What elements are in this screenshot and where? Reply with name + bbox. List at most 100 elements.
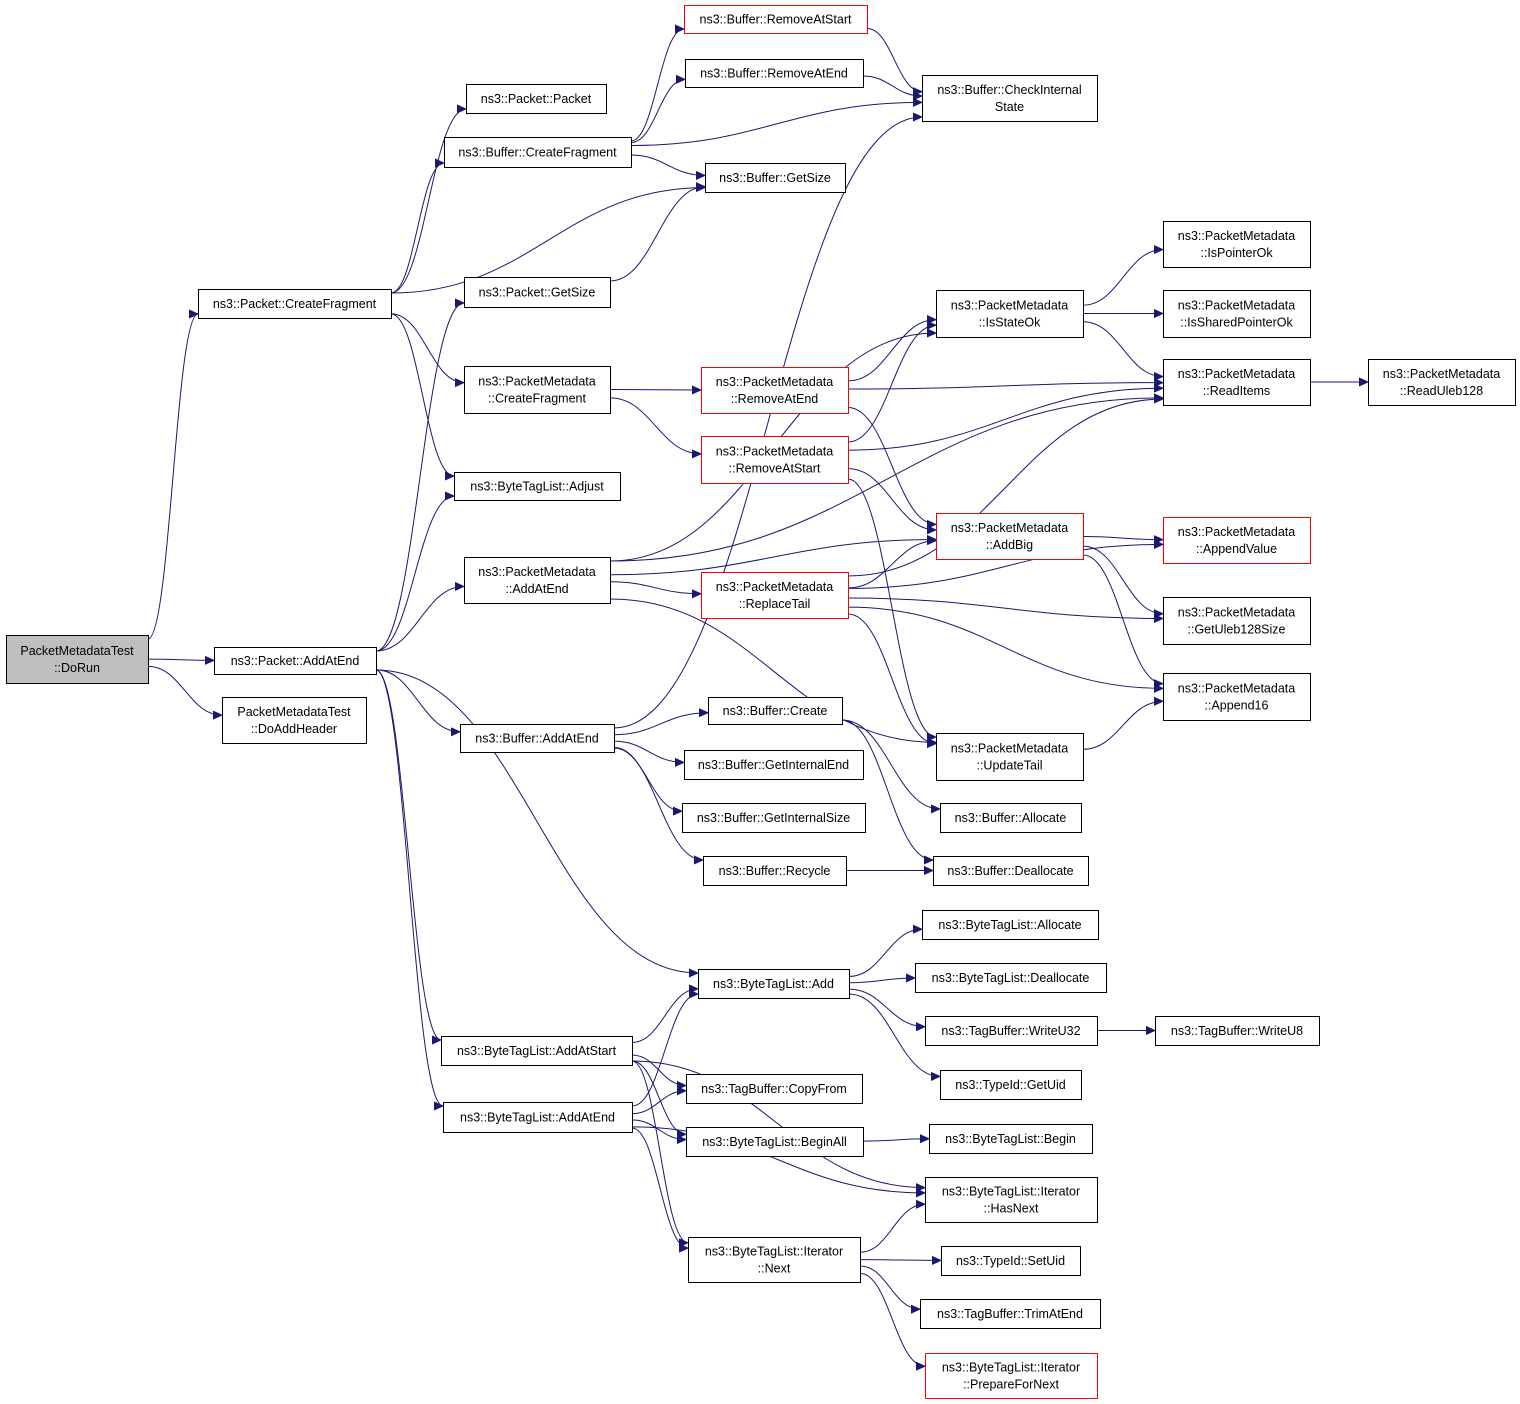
node-box bbox=[936, 290, 1084, 338]
node-pm-issharedpointerok[interactable]: ns3::PacketMetadata::IsSharedPointerOk bbox=[1163, 290, 1311, 338]
node-label: ns3::ByteTagList::AddAtStart bbox=[457, 1044, 617, 1058]
node-pm-removeatstart[interactable]: ns3::PacketMetadata::RemoveAtStart bbox=[701, 436, 849, 484]
node-box bbox=[915, 963, 1107, 993]
node-pm-updatetail[interactable]: ns3::PacketMetadata::UpdateTail bbox=[936, 733, 1084, 781]
node-label: ns3::Buffer::AddAtEnd bbox=[475, 732, 599, 746]
node-box bbox=[684, 750, 864, 780]
node-buf-getinternalsize[interactable]: ns3::Buffer::GetInternalSize bbox=[682, 803, 866, 833]
node-buf-getinternalend[interactable]: ns3::Buffer::GetInternalEnd bbox=[684, 750, 864, 780]
call-edge-bufaddatend-to-bufcreate bbox=[613, 713, 708, 736]
node-pm-createfragment[interactable]: ns3::PacketMetadata::CreateFragment bbox=[464, 366, 611, 414]
call-edge-btladd-to-tbwriteu32 bbox=[848, 988, 925, 1027]
node-btl-adjust[interactable]: ns3::ByteTagList::Adjust bbox=[454, 472, 621, 501]
node-label: ::GetUleb128Size bbox=[1188, 623, 1286, 637]
node-box bbox=[940, 1070, 1082, 1100]
node-buf-create[interactable]: ns3::Buffer::Create bbox=[708, 697, 843, 725]
node-pm-ispointerok[interactable]: ns3::PacketMetadata::IsPointerOk bbox=[1163, 221, 1311, 268]
node-pm-readuleb128[interactable]: ns3::PacketMetadata::ReadUleb128 bbox=[1368, 359, 1516, 406]
node-tb-writeu8[interactable]: ns3::TagBuffer::WriteU8 bbox=[1155, 1016, 1320, 1046]
call-edge-btladdatend-to-btladd bbox=[631, 994, 699, 1107]
call-edge-dorun-to-pktcreatefragment bbox=[147, 314, 199, 640]
node-btl-deallocate[interactable]: ns3::ByteTagList::Deallocate bbox=[915, 963, 1107, 993]
node-btli-preparefornext[interactable]: ns3::ByteTagList::Iterator::PrepareForNe… bbox=[925, 1353, 1098, 1399]
node-btl-add[interactable]: ns3::ByteTagList::Add bbox=[698, 969, 850, 999]
node-label: ::HasNext bbox=[984, 1202, 1039, 1216]
call-edge-bufcreatefragment-to-bufremoveatstart bbox=[630, 29, 685, 142]
call-edge-pktcreatefragment-to-pktpacket bbox=[390, 109, 467, 294]
node-btl-beginall[interactable]: ns3::ByteTagList::BeginAll bbox=[686, 1127, 864, 1157]
node-pkt-getsize[interactable]: ns3::Packet::GetSize bbox=[464, 277, 611, 308]
call-edge-dorun-to-pktaddatend bbox=[147, 659, 214, 660]
node-doaddheader[interactable]: PacketMetadataTest::DoAddHeader bbox=[222, 697, 367, 744]
node-btl-addatstart[interactable]: ns3::ByteTagList::AddAtStart bbox=[441, 1036, 633, 1066]
node-buf-recycle[interactable]: ns3::Buffer::Recycle bbox=[703, 856, 847, 886]
node-btli-hasnext[interactable]: ns3::ByteTagList::Iterator::HasNext bbox=[925, 1177, 1098, 1223]
node-btli-next[interactable]: ns3::ByteTagList::Iterator::Next bbox=[688, 1237, 861, 1283]
call-edge-btladdatstart-to-btladd bbox=[631, 989, 698, 1043]
node-label: ns3::Buffer::GetSize bbox=[719, 171, 831, 185]
call-edge-bufaddatend-to-bufgetinternalend bbox=[613, 740, 684, 762]
call-edge-btladdatend-to-tbcopyfrom bbox=[631, 1091, 686, 1115]
node-pm-addatend[interactable]: ns3::PacketMetadata::AddAtEnd bbox=[464, 557, 611, 604]
node-box bbox=[701, 572, 849, 619]
node-box bbox=[925, 1353, 1098, 1399]
node-label: ns3::ByteTagList::BeginAll bbox=[702, 1135, 847, 1149]
node-label: ns3::PacketMetadata bbox=[1178, 229, 1295, 243]
node-buf-addatend[interactable]: ns3::Buffer::AddAtEnd bbox=[460, 724, 615, 753]
node-typeid-setuid[interactable]: ns3::TypeId::SetUid bbox=[941, 1246, 1081, 1276]
node-pm-addbig[interactable]: ns3::PacketMetadata::AddBig bbox=[936, 513, 1084, 560]
node-box bbox=[441, 1036, 633, 1066]
node-pkt-packet[interactable]: ns3::Packet::Packet bbox=[466, 84, 607, 114]
node-pkt-addatend[interactable]: ns3::Packet::AddAtEnd bbox=[214, 647, 377, 675]
node-label: ns3::Buffer::Allocate bbox=[955, 811, 1067, 825]
call-edge-btladdatend-to-btlihasnext bbox=[631, 1126, 925, 1193]
node-label: ns3::Buffer::CheckInternal bbox=[937, 83, 1081, 97]
node-box bbox=[686, 1074, 863, 1104]
node-label: ns3::PacketMetadata bbox=[1178, 367, 1295, 381]
node-tb-writeu32[interactable]: ns3::TagBuffer::WriteU32 bbox=[925, 1016, 1098, 1046]
call-edge-bufremoveatend-to-bufcheckinternal bbox=[862, 75, 922, 96]
node-pm-isstateok[interactable]: ns3::PacketMetadata::IsStateOk bbox=[936, 290, 1084, 338]
call-edge-pmremoveatstart-to-pmupdatetail bbox=[847, 478, 937, 737]
node-pkt-createfragment[interactable]: ns3::Packet::CreateFragment bbox=[198, 289, 392, 319]
node-pm-appendvalue[interactable]: ns3::PacketMetadata::AppendValue bbox=[1163, 517, 1311, 564]
node-label: ns3::PacketMetadata bbox=[951, 299, 1068, 313]
node-pm-getuleb128size[interactable]: ns3::PacketMetadata::GetUleb128Size bbox=[1163, 597, 1311, 645]
node-buf-createfragment[interactable]: ns3::Buffer::CreateFragment bbox=[444, 137, 632, 168]
node-buf-allocate[interactable]: ns3::Buffer::Allocate bbox=[940, 803, 1082, 833]
node-box bbox=[925, 1016, 1098, 1046]
node-label: ns3::ByteTagList::Iterator bbox=[705, 1245, 843, 1259]
node-btl-begin[interactable]: ns3::ByteTagList::Begin bbox=[929, 1124, 1093, 1154]
node-label: ::AppendValue bbox=[1196, 542, 1277, 556]
node-buf-deallocate[interactable]: ns3::Buffer::Deallocate bbox=[933, 856, 1089, 886]
call-edge-pktaddatend-to-pmaddatend bbox=[375, 586, 464, 652]
node-box bbox=[198, 289, 392, 319]
node-btl-addatend[interactable]: ns3::ByteTagList::AddAtEnd bbox=[443, 1102, 633, 1133]
node-btl-allocate[interactable]: ns3::ByteTagList::Allocate bbox=[922, 910, 1099, 940]
node-buf-getsize[interactable]: ns3::Buffer::GetSize bbox=[705, 163, 846, 193]
call-edge-btladdatstart-to-btlihasnext bbox=[631, 1060, 925, 1188]
node-buf-removeatstart[interactable]: ns3::Buffer::RemoveAtStart bbox=[684, 5, 868, 34]
node-pm-replacetail[interactable]: ns3::PacketMetadata::ReplaceTail bbox=[701, 572, 849, 619]
node-pm-removeatend[interactable]: ns3::PacketMetadata::RemoveAtEnd bbox=[701, 367, 849, 414]
node-box bbox=[933, 856, 1089, 886]
call-edge-btladdatend-to-btlinext bbox=[631, 1127, 689, 1248]
node-label: ::IsStateOk bbox=[979, 316, 1042, 330]
node-typeid-getuid[interactable]: ns3::TypeId::GetUid bbox=[940, 1070, 1082, 1100]
call-edge-bufcreatefragment-to-bufcheckinternal bbox=[630, 102, 922, 147]
call-edge-bufcreate-to-bufallocate bbox=[841, 719, 940, 809]
node-pm-readitems[interactable]: ns3::PacketMetadata::ReadItems bbox=[1163, 359, 1311, 406]
node-tb-copyfrom[interactable]: ns3::TagBuffer::CopyFrom bbox=[686, 1074, 863, 1104]
node-buf-removeatend[interactable]: ns3::Buffer::RemoveAtEnd bbox=[685, 59, 864, 88]
call-edge-pktaddatend-to-bufaddatend bbox=[375, 669, 460, 732]
node-box bbox=[1163, 597, 1311, 645]
node-label: ::DoRun bbox=[54, 661, 100, 675]
node-box bbox=[701, 367, 849, 414]
node-pm-append16[interactable]: ns3::PacketMetadata::Append16 bbox=[1163, 673, 1311, 721]
node-label: ns3::Packet::CreateFragment bbox=[213, 297, 377, 311]
node-tb-trimatend[interactable]: ns3::TagBuffer::TrimAtEnd bbox=[920, 1299, 1101, 1329]
node-box bbox=[222, 697, 367, 744]
node-label: ns3::Buffer::Deallocate bbox=[947, 864, 1073, 878]
